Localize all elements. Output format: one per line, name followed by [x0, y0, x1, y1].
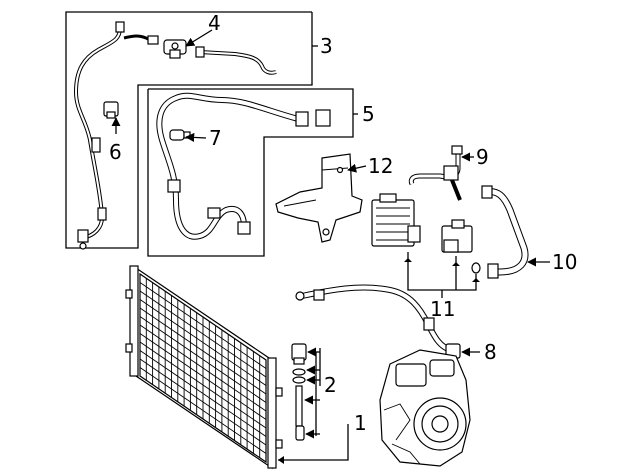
part-11-accumulator-group: [371, 193, 481, 298]
callout-11: 11: [430, 297, 455, 321]
part-4-pressure-switch: [163, 39, 187, 59]
part-1-condenser: [125, 265, 283, 470]
callout-8: 8: [484, 340, 497, 364]
callout-2: 2: [324, 373, 337, 397]
callout-12: 12: [368, 154, 393, 178]
part-12-bracket: [275, 153, 363, 243]
callout-10: 10: [552, 250, 577, 274]
leader-lines: [111, 29, 550, 464]
callout-9: 9: [476, 145, 489, 169]
callout-7: 7: [209, 126, 222, 150]
discharge-hose: [73, 27, 122, 240]
compressor: [379, 349, 471, 467]
part-2-drier-kit: [291, 343, 317, 441]
suction-hose: [156, 92, 303, 240]
part-10-tube: [481, 185, 529, 279]
callout-6: 6: [109, 140, 122, 164]
callout-labels: 1 2 3 4 5 6 7 8 9 10 11 12: [109, 11, 577, 435]
part-8-liquid-line: [295, 284, 461, 359]
box-5-hose-assembly: [147, 88, 354, 257]
callout-5: 5: [362, 102, 375, 126]
part-6-pressure-sensor: [103, 101, 119, 119]
box-3-hose-assembly: [65, 11, 313, 250]
callout-4: 4: [208, 11, 221, 35]
part-7-valve-cap: [169, 129, 191, 141]
callout-3: 3: [320, 34, 333, 58]
callout-1: 1: [354, 411, 367, 435]
part-9-tube: [408, 145, 463, 201]
